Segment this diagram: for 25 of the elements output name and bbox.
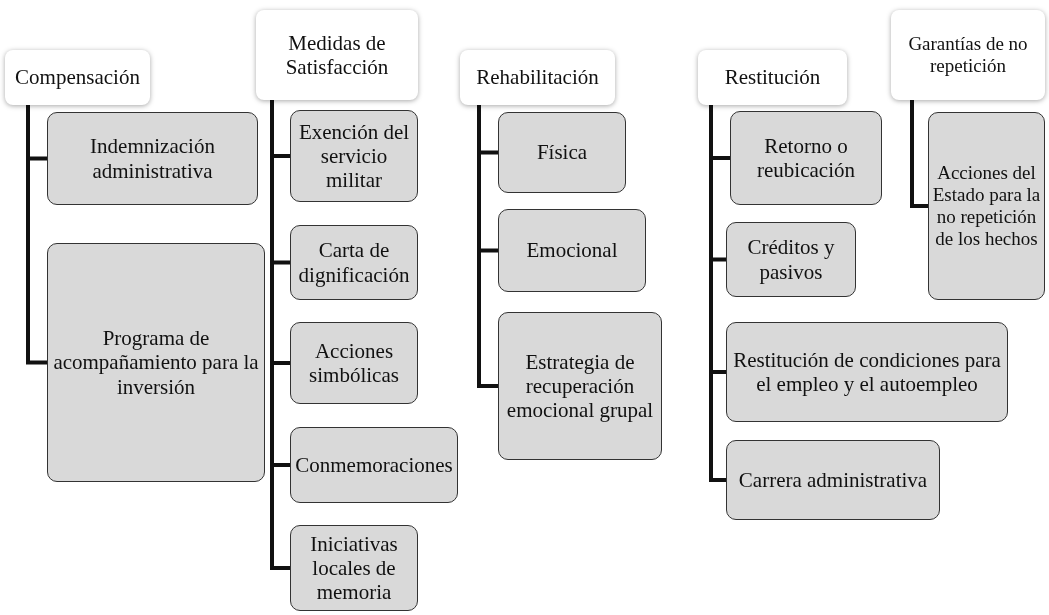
measure-box: Retorno o reubicación bbox=[730, 111, 882, 205]
measure-box: Créditos y pasivos bbox=[726, 222, 856, 297]
connector-line bbox=[270, 100, 290, 570]
category-header-box: Compensación bbox=[5, 50, 150, 105]
category-header-box: Rehabilitación bbox=[460, 50, 615, 105]
measure-box: Estrategia de recuperación emocional grupal bbox=[498, 312, 662, 460]
measure-box: Carrera administrativa bbox=[726, 440, 940, 520]
measure-box: Acciones simbólicas bbox=[290, 322, 418, 404]
measure-box: Indemnización administrativa bbox=[47, 112, 258, 205]
category-header-box: Restitución bbox=[698, 50, 847, 105]
measure-box: Iniciativas locales de memoria bbox=[290, 525, 418, 611]
measure-box: Programa de acompañamiento para la inversión bbox=[47, 243, 265, 482]
category-header-box: Medidas de Satisfacción bbox=[256, 10, 418, 100]
measure-box: Carta de dignificación bbox=[290, 225, 418, 300]
measure-box: Restitución de condiciones para el empleo y el autoempleo bbox=[726, 322, 1008, 422]
measure-box: Conmemoraciones bbox=[290, 427, 458, 503]
category-header-box: Garantías de no repetición bbox=[891, 10, 1045, 100]
connector-line bbox=[709, 105, 726, 482]
connector-line bbox=[477, 105, 498, 388]
connector-line bbox=[26, 105, 47, 365]
measure-box: Emocional bbox=[498, 209, 646, 292]
measure-box: Física bbox=[498, 112, 626, 193]
measure-box: Exención del servicio militar bbox=[290, 110, 418, 202]
measure-box: Acciones del Estado para la no repetición de los hechos bbox=[928, 112, 1045, 300]
connector-line bbox=[910, 100, 928, 208]
